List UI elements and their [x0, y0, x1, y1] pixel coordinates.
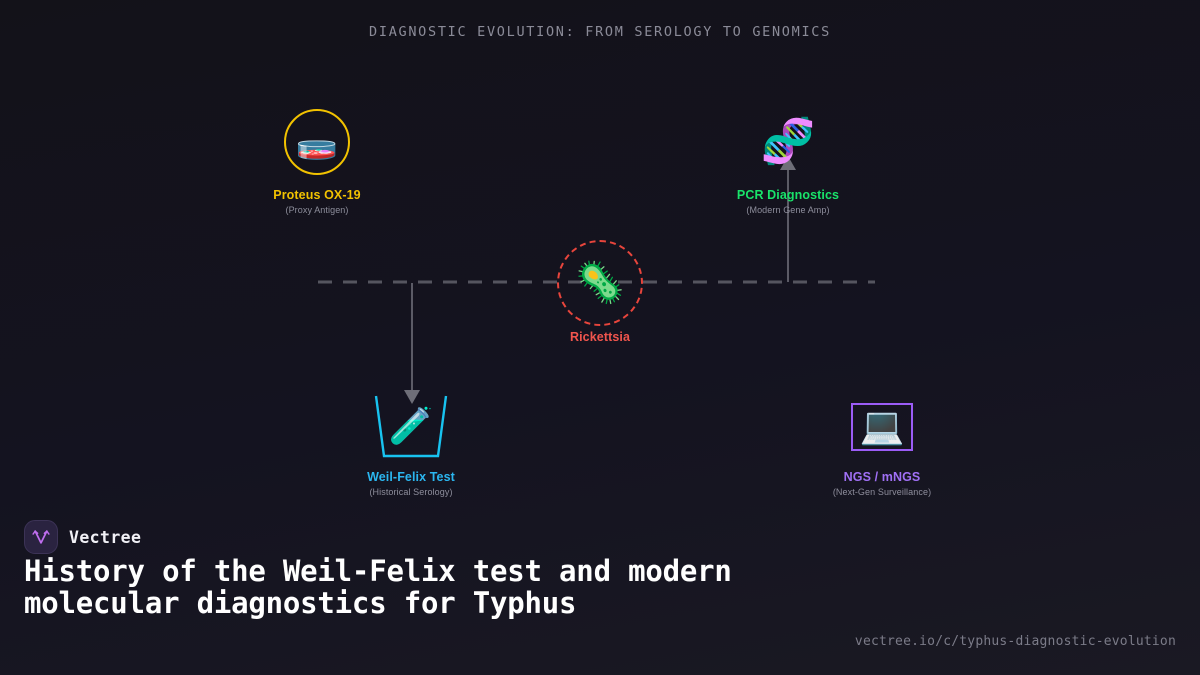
node-art: 💻 — [787, 392, 977, 462]
dna-helix-icon: 🧬 — [760, 116, 816, 167]
node-sublabel: (Historical Serology) — [369, 487, 453, 497]
node-label: Proteus OX-19 — [273, 188, 361, 202]
node-sublabel: (Proxy Antigen) — [285, 205, 349, 215]
node-frame-rect: 💻 — [851, 403, 913, 451]
node-sublabel: (Modern Gene Amp) — [746, 205, 830, 215]
node-label: PCR Diagnostics — [736, 188, 840, 202]
node-frame-dashed-circle: 🦠 — [557, 240, 643, 326]
laptop-icon: 💻 — [859, 406, 905, 447]
node-label: NGS / mNGS — [843, 470, 921, 484]
headline: History of the Weil-Felix test and moder… — [24, 554, 732, 620]
vectree-logo-icon — [24, 520, 58, 554]
node-art: 🧪 — [316, 392, 506, 462]
node-art: 🧬 — [693, 104, 883, 180]
brand-row[interactable]: Vectree — [24, 520, 141, 554]
node-weil-felix-test[interactable]: 🧪 Weil-Felix Test (Historical Serology) — [316, 392, 506, 497]
node-frame-beaker: 🧪 — [370, 394, 452, 460]
node-pcr-diagnostics[interactable]: 🧬 PCR Diagnostics (Modern Gene Amp) — [693, 104, 883, 216]
vectree-glyph — [32, 530, 50, 544]
test-tube-icon: 🧪 — [388, 406, 434, 447]
node-label: Weil-Felix Test — [367, 470, 455, 484]
microbe-icon: 🦠 — [575, 260, 625, 306]
board-title: DIAGNOSTIC EVOLUTION: FROM SEROLOGY TO G… — [369, 24, 831, 40]
diagram-canvas: DIAGNOSTIC EVOLUTION: FROM SEROLOGY TO G… — [222, 24, 977, 497]
node-label: Rickettsia — [569, 330, 631, 344]
footer-url: vectree.io/c/typhus-diagnostic-evolution — [854, 634, 1176, 649]
beaker-outline — [374, 395, 448, 458]
node-proteus-ox-19[interactable]: 🧫 Proteus OX-19 (Proxy Antigen) — [222, 104, 412, 215]
node-art: 🧫 — [222, 104, 412, 180]
node-rickettsia[interactable]: 🦠 Rickettsia — [505, 239, 695, 344]
footer: Vectree History of the Weil-Felix test a… — [0, 512, 1200, 675]
petri-dish-icon: 🧫 — [295, 122, 339, 162]
node-art: 🦠 — [505, 239, 695, 327]
node-ngs-mngs[interactable]: 💻 NGS / mNGS (Next-Gen Surveillance) — [787, 392, 977, 497]
node-frame-circle: 🧫 — [284, 109, 350, 175]
node-sublabel: (Next-Gen Surveillance) — [832, 487, 932, 497]
brand-name: Vectree — [69, 527, 142, 547]
